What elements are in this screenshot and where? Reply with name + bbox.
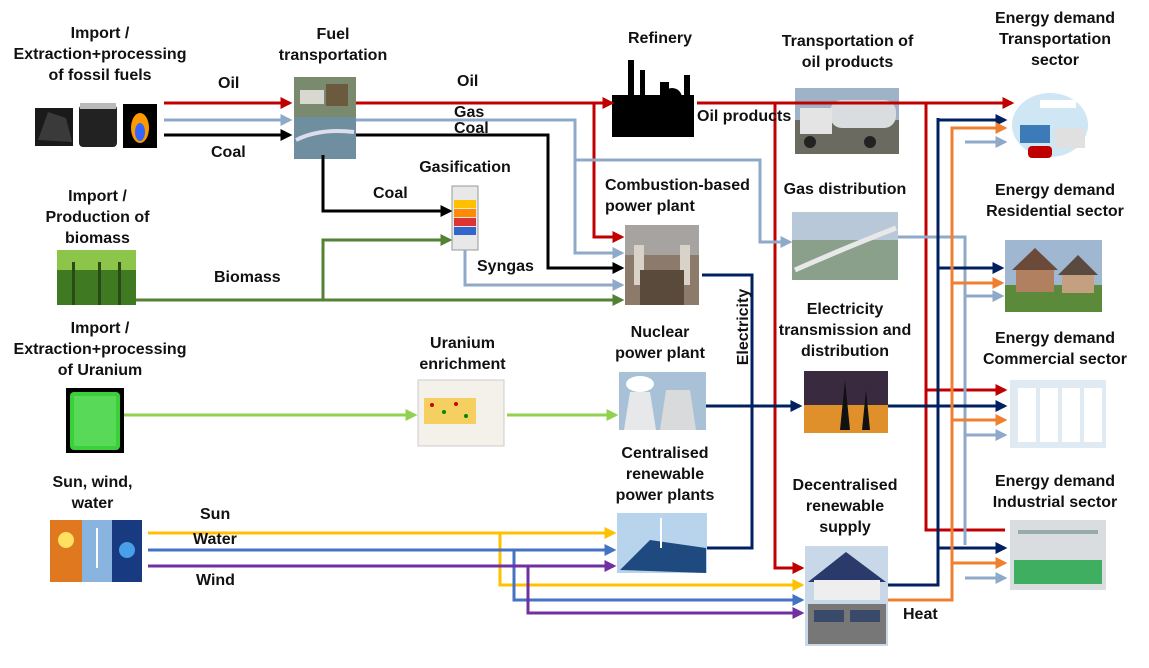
label-import-fossil: Import / Extraction+processing of fossil…: [13, 25, 187, 84]
flow-label-oil: Oil: [457, 73, 479, 90]
label-nuclear-plant: Nuclear power plant: [615, 324, 705, 362]
gas-pipeline-image: [792, 212, 898, 280]
combustion-plant-image: [625, 225, 699, 305]
oil-to-plant-line: [592, 103, 625, 243]
biomass-gasification-line: [321, 234, 453, 300]
label-refinery: Refinery: [627, 30, 693, 47]
flow-label-syngas: Syngas: [477, 258, 534, 275]
flow-label-biomass: Biomass: [214, 269, 281, 286]
label-sun-wind-water: Sun, wind, water: [52, 474, 133, 512]
flow-label-coal: Coal: [454, 120, 489, 137]
flow-label-heat: Heat: [903, 606, 938, 623]
label-demand-residential: Energy demand Residential sector: [986, 182, 1124, 220]
residential-image: [1005, 240, 1102, 312]
label-fuel-transportation: Fuel transportation: [278, 26, 388, 64]
oil-truck-image: [795, 88, 899, 154]
pylons-image: [804, 371, 888, 433]
label-decentralised-supply: Decentralised renewable supply: [792, 477, 898, 536]
label-electricity-td: Electricity transmission and distributio…: [778, 301, 912, 360]
gas-distribution-line: [898, 235, 967, 545]
fuel-transportation-image: [294, 77, 356, 159]
label-gasification: Gasification: [419, 159, 511, 176]
industrial-image: [1010, 520, 1106, 590]
renewables-collage-image: [50, 520, 142, 582]
flow-label-water: Water: [193, 531, 237, 548]
flow-label-electricity: Electricity: [735, 288, 752, 366]
flow-label-coal: Coal: [373, 185, 408, 202]
coal-gasification-line: [321, 155, 453, 217]
label-combustion-plant: Combustion-based power plant: [605, 177, 750, 215]
label-centralised-renewable: Centralised renewable power plants: [615, 445, 715, 504]
label-transport-oil-products: Transportation of oil products: [781, 33, 914, 71]
enrichment-diagram-image: [417, 379, 505, 447]
flow-label-coal: Coal: [211, 144, 246, 161]
label-import-uranium: Import / Extraction+processing of Uraniu…: [13, 320, 187, 379]
coal-flow-line: [356, 133, 625, 274]
commercial-image: [1010, 380, 1106, 448]
nuclear-plant-image: [619, 372, 706, 430]
wind-decentral-line: [526, 566, 805, 619]
gas-to-plant-line: [573, 160, 625, 259]
label-demand-commercial: Energy demand Commercial sector: [982, 330, 1128, 368]
label-uranium-enrichment: Uranium enrichment: [419, 335, 506, 373]
oil-trunk-line: [773, 103, 805, 574]
flow-label-gas: Gas: [454, 104, 485, 121]
electricity-trunk-line: [888, 118, 940, 587]
gasifier-image: [451, 185, 479, 251]
transport-demand-image: [1012, 93, 1088, 158]
label-gas-distribution: Gas distribution: [783, 181, 907, 198]
oil-sector-line: [924, 103, 1005, 532]
flow-lines: [124, 97, 1015, 619]
flow-label-oil: Oil: [218, 75, 240, 92]
gas-flow-line: [356, 118, 793, 248]
forest-image: [57, 250, 136, 305]
label-demand-industrial: Energy demand Industrial sector: [992, 473, 1118, 511]
fossil-fuel-icons: [35, 103, 157, 148]
flow-label-wind: Wind: [196, 572, 235, 589]
uranium-image: [66, 388, 124, 453]
heat-trunk-line: [888, 122, 1008, 602]
refinery-image: [612, 60, 694, 137]
label-demand-transport: Energy demand Transportation sector: [994, 10, 1116, 69]
label-import-biomass: Import / Production of biomass: [45, 188, 150, 247]
flow-label-oil-products: Oil products: [697, 108, 792, 125]
electricity-line: [702, 273, 754, 550]
decentralised-supply-image: [805, 546, 888, 646]
solar-wind-farm-image: [617, 513, 707, 573]
flow-label-sun: Sun: [200, 506, 231, 523]
syngas-line: [463, 250, 625, 291]
